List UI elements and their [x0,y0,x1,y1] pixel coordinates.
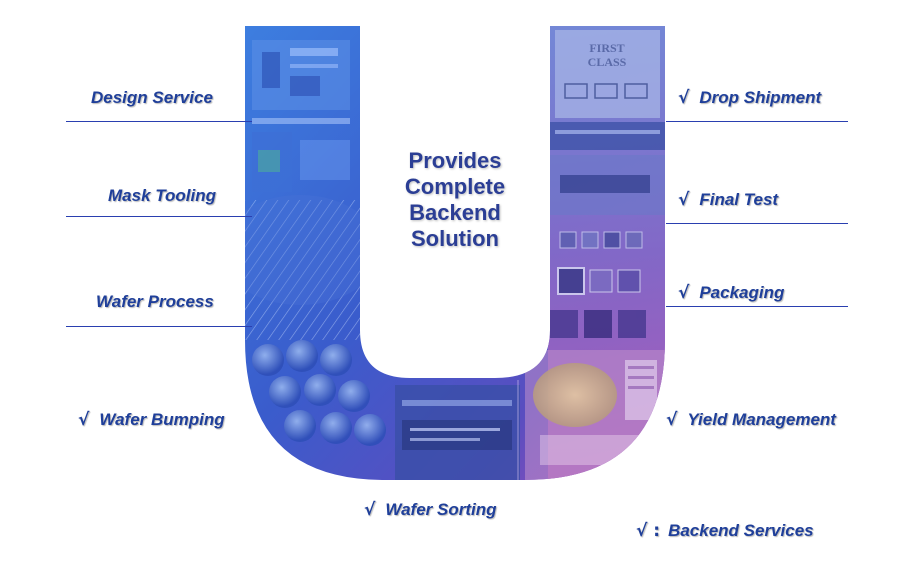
label-drop-shipment: √ Drop Shipment [678,88,821,108]
label-design-service-text: Design Service [91,88,213,107]
rule-design-service [66,121,252,122]
check-mark-icon: √ [678,190,690,210]
label-mask-tooling: Mask Tooling [108,186,216,206]
rule-final-test [666,223,848,224]
label-wafer-sorting: √ Wafer Sorting [364,500,496,520]
label-packaging-text: Packaging [699,283,785,302]
photo-text-first: FIRST [589,41,624,55]
legend-label: Backend Services [668,521,814,540]
label-wafer-process: Wafer Process [96,292,214,312]
center-title-line-1: Provides [408,148,502,173]
photo-text-class: CLASS [588,55,627,69]
rule-packaging [666,306,848,307]
label-drop-shipment-text: Drop Shipment [699,88,822,107]
label-wafer-process-text: Wafer Process [96,292,214,311]
label-final-test-text: Final Test [699,190,779,209]
label-wafer-bumping: √ Wafer Bumping [78,410,225,430]
rule-wafer-process [66,326,252,327]
center-title-line-3: Backend [409,200,501,225]
check-mark-icon: √ [678,88,690,108]
label-packaging: √ Packaging [678,283,784,303]
center-title: Provides Complete Backend Solution [362,148,548,252]
label-design-service: Design Service [91,88,213,108]
check-mark-icon: √ [666,410,678,430]
label-wafer-sorting-text: Wafer Sorting [385,500,497,519]
check-mark-icon: √ [78,410,90,430]
check-mark-icon: √ [364,500,376,520]
label-mask-tooling-text: Mask Tooling [108,186,216,205]
label-final-test: √ Final Test [678,190,778,210]
label-yield-management-text: Yield Management [687,410,836,429]
check-mark-icon: √ [678,283,690,303]
center-title-line-4: Solution [411,226,499,251]
center-title-line-2: Complete [404,174,506,199]
legend-mark: √ : [636,521,661,541]
legend: √ : Backend Services [636,521,814,541]
rule-drop-shipment [666,121,848,122]
label-yield-management: √ Yield Management [666,410,836,430]
label-wafer-bumping-text: Wafer Bumping [99,410,225,429]
rule-mask-tooling [66,216,252,217]
